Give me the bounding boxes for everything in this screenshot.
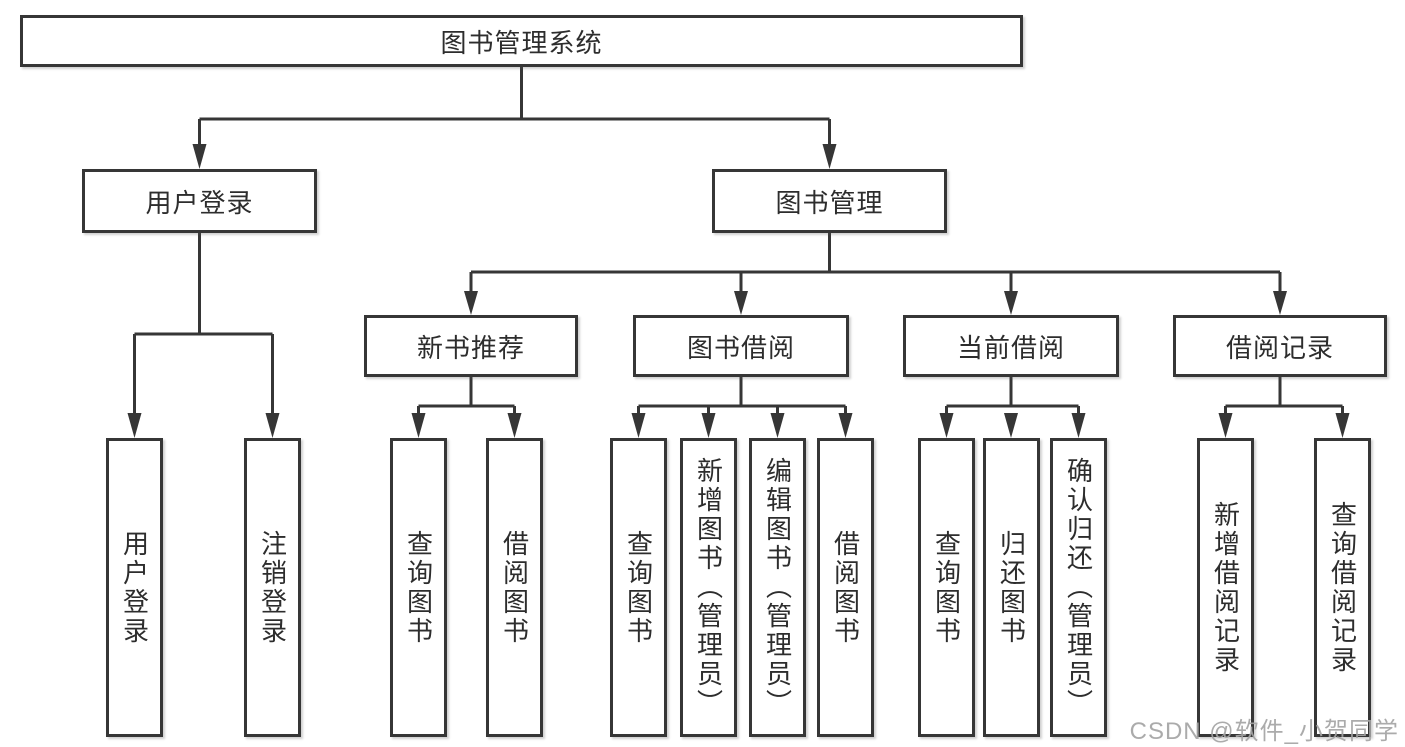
leaf-label: 借阅图书 bbox=[499, 529, 530, 646]
node-book-management: 图书管理 bbox=[712, 169, 947, 233]
leaf-label: 查询借阅记录 bbox=[1327, 500, 1358, 675]
leaf-borrow-books-recommend: 借阅图书 bbox=[486, 438, 543, 737]
leaf-label: 借阅图书 bbox=[830, 529, 861, 646]
leaf-edit-books-admin: 编辑图书（管理员） bbox=[749, 438, 806, 737]
node-user-login: 用户登录 bbox=[82, 169, 317, 233]
leaf-label: 查询图书 bbox=[403, 529, 434, 646]
node-root-system: 图书管理系统 bbox=[20, 15, 1023, 67]
node-root-label: 图书管理系统 bbox=[440, 27, 603, 58]
leaf-confirm-return-admin: 确认归还（管理员） bbox=[1050, 438, 1107, 737]
node-label: 借阅记录 bbox=[1225, 332, 1334, 363]
leaf-label: 编辑图书（管理员） bbox=[762, 457, 793, 718]
leaf-user-login: 用户登录 bbox=[106, 438, 163, 737]
leaf-add-borrow-record: 新增借阅记录 bbox=[1197, 438, 1254, 737]
connector-strokes bbox=[133, 67, 1344, 415]
leaf-query-borrow-record: 查询借阅记录 bbox=[1314, 438, 1371, 737]
leaf-label: 确认归还（管理员） bbox=[1063, 457, 1094, 718]
leaf-label: 新增借阅记录 bbox=[1210, 500, 1241, 675]
leaf-label: 查询图书 bbox=[623, 529, 654, 646]
csdn-watermark: CSDN @软件_小贺同学 bbox=[1129, 718, 1399, 745]
leaf-query-books-borrowing: 查询图书 bbox=[610, 438, 667, 737]
leaf-borrow-books: 借阅图书 bbox=[817, 438, 874, 737]
leaf-add-books-admin: 新增图书（管理员） bbox=[680, 438, 737, 737]
leaf-label: 用户登录 bbox=[119, 529, 150, 646]
leaf-query-books-recommend: 查询图书 bbox=[390, 438, 447, 737]
node-label: 图书管理 bbox=[775, 187, 884, 218]
node-book-borrowing: 图书借阅 bbox=[633, 315, 849, 377]
node-label: 图书借阅 bbox=[686, 332, 795, 363]
leaf-return-books: 归还图书 bbox=[983, 438, 1040, 737]
leaf-label: 新增图书（管理员） bbox=[693, 457, 724, 718]
node-label: 当前借阅 bbox=[956, 332, 1065, 363]
leaf-query-books-current: 查询图书 bbox=[918, 438, 975, 737]
arrowheads bbox=[127, 144, 1350, 438]
node-label: 用户登录 bbox=[145, 187, 254, 218]
node-current-borrowing: 当前借阅 bbox=[903, 315, 1119, 377]
node-label: 新书推荐 bbox=[416, 332, 525, 363]
node-new-book-recommend: 新书推荐 bbox=[364, 315, 578, 377]
leaf-label: 归还图书 bbox=[996, 529, 1027, 646]
leaf-label: 注销登录 bbox=[257, 529, 288, 646]
leaf-label: 查询图书 bbox=[931, 529, 962, 646]
leaf-logout: 注销登录 bbox=[244, 438, 301, 737]
node-borrowing-records: 借阅记录 bbox=[1173, 315, 1387, 377]
